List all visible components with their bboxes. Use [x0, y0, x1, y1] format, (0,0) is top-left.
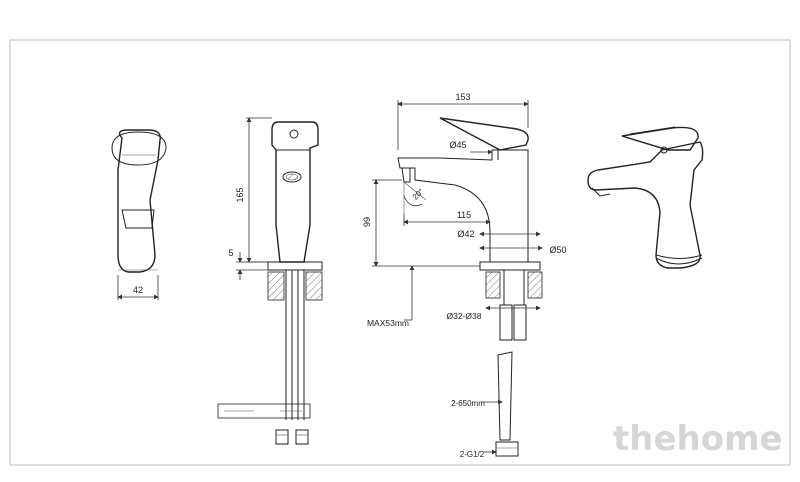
- dim-reach-115: 115: [457, 210, 471, 220]
- dim-height-165: 165: [235, 187, 245, 202]
- dim-dia-32-38: Ø32-Ø38: [447, 311, 482, 321]
- watermark-logo: thehome: [613, 419, 783, 459]
- dim-dia-42: Ø42: [457, 229, 474, 239]
- dim-width-42: 42: [133, 285, 143, 295]
- front-view: 153 Ø45 20° 115 99 Ø42 Ø50 MAX53mm Ø32-Ø…: [362, 92, 567, 459]
- dim-thread-g12: 2-G1/2: [460, 450, 485, 459]
- side-view: 165 5: [217, 117, 323, 445]
- drawing-frame: [9, 39, 791, 466]
- dim-dia-45: Ø45: [449, 140, 466, 150]
- dim-dia-50: Ø50: [549, 245, 566, 255]
- dim-length-153: 153: [455, 92, 470, 102]
- dim-height-99: 99: [362, 217, 372, 227]
- dim-gap-5: 5: [228, 248, 233, 258]
- perspective-view: [587, 126, 704, 269]
- back-view: 42: [111, 129, 167, 300]
- dim-max-53: MAX53mm: [367, 318, 409, 328]
- dim-hose-650: 2-650mm: [451, 399, 485, 408]
